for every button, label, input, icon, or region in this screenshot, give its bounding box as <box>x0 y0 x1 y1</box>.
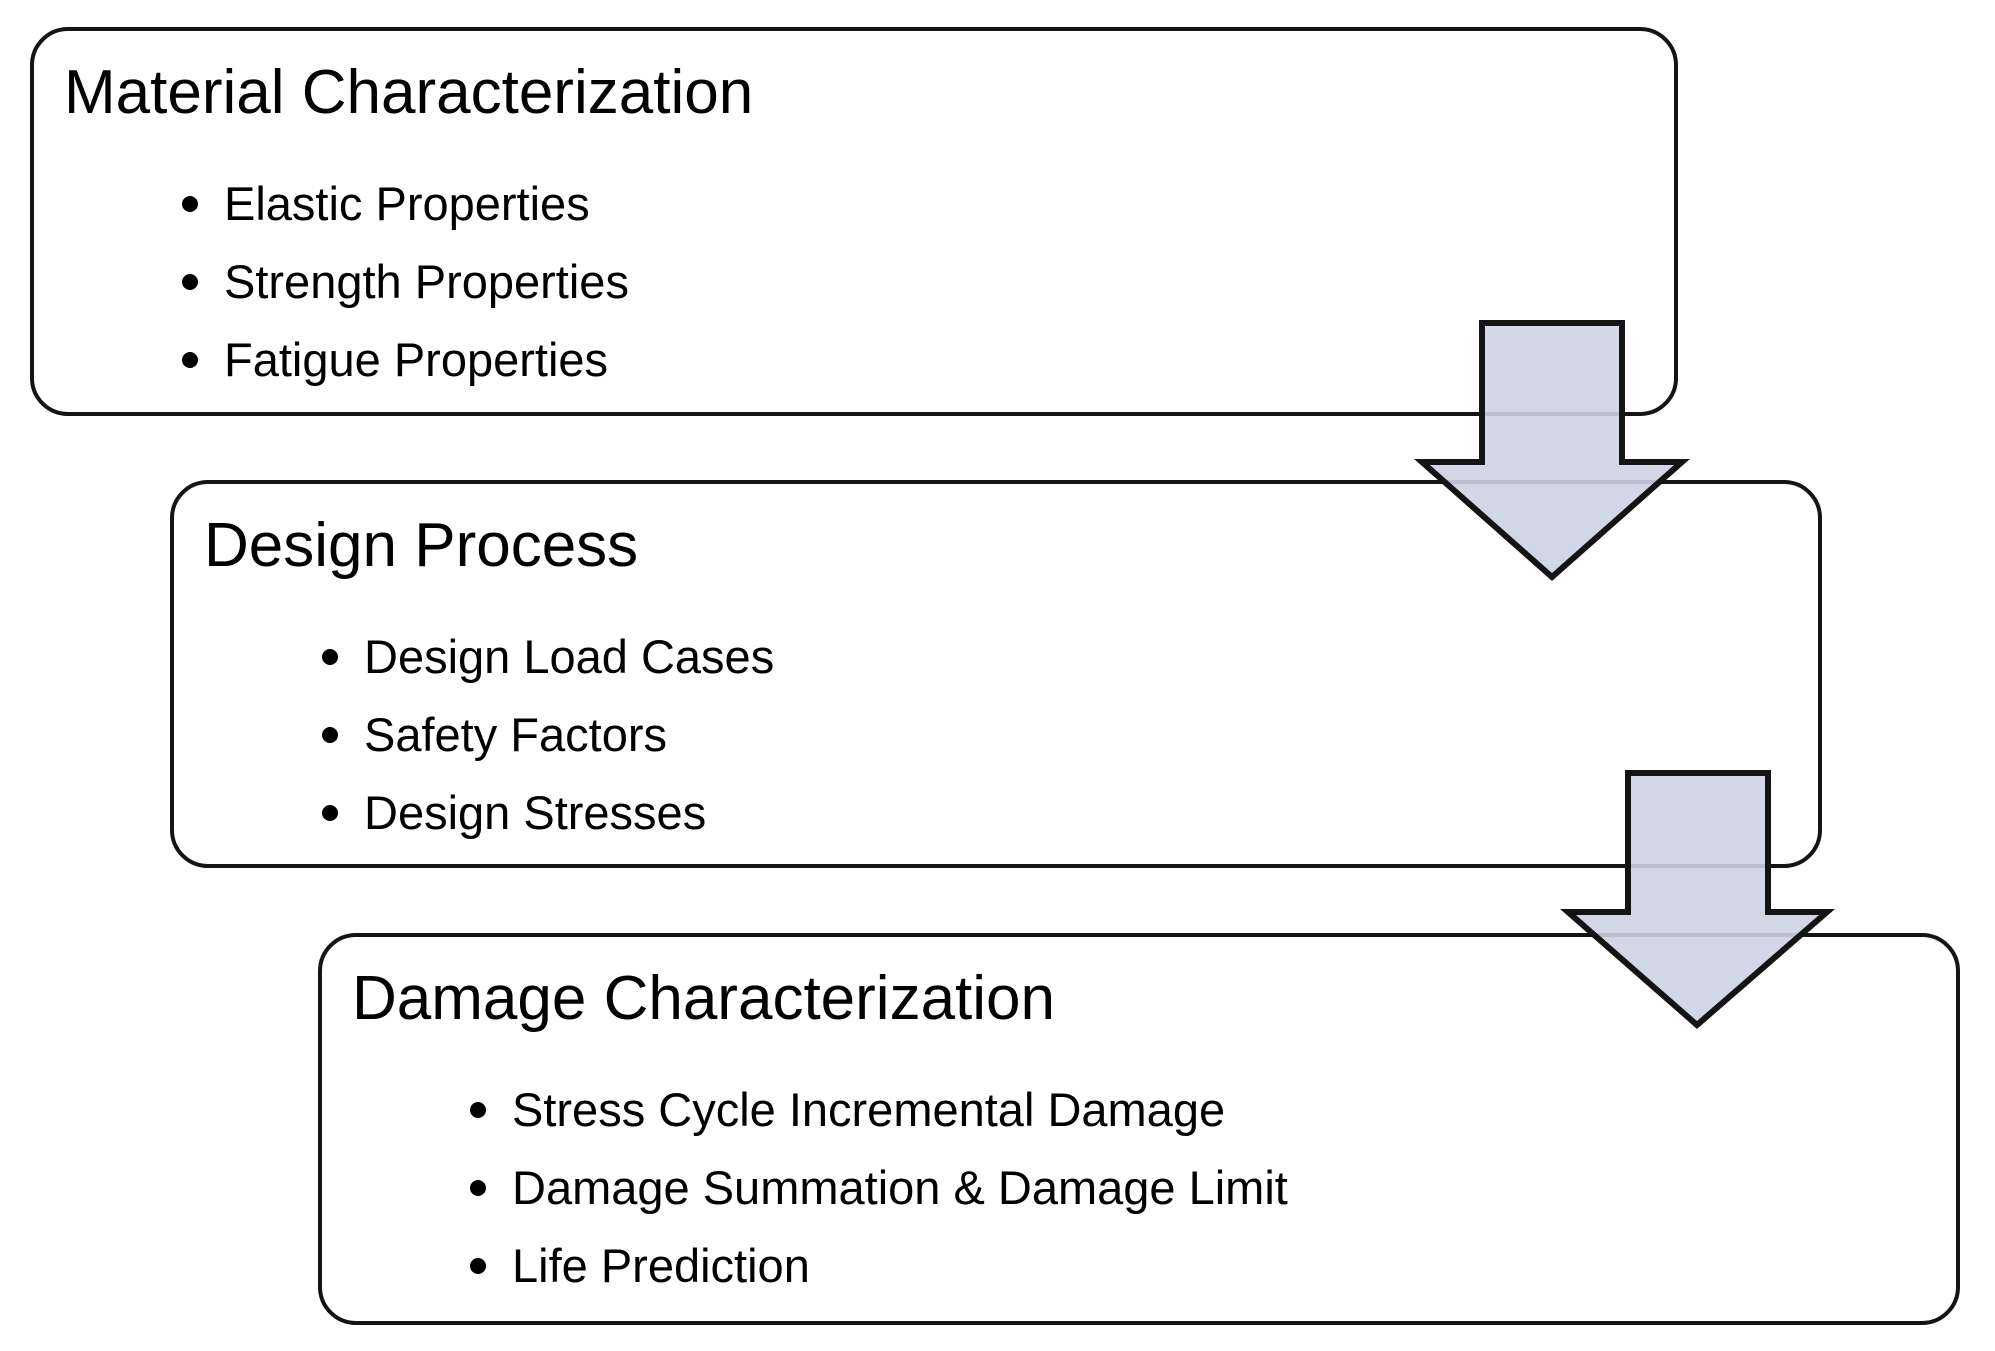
list-item-label: Safety Factors <box>364 708 667 761</box>
box-title: Material Characterization <box>64 58 754 127</box>
list-item: Fatigue Properties <box>182 321 1650 399</box>
list-item-label: Life Prediction <box>512 1239 810 1292</box>
list-item: Damage Summation & Damage Limit <box>470 1149 1932 1227</box>
list-item: Safety Factors <box>322 696 1794 774</box>
list-item: Elastic Properties <box>182 165 1650 243</box>
list-item-label: Stress Cycle Incremental Damage <box>512 1083 1226 1136</box>
box-damage-characterization: Damage Characterization Stress Cycle Inc… <box>318 933 1960 1325</box>
bullet-dot-icon <box>322 805 338 821</box>
bullet-dot-icon <box>322 727 338 743</box>
bullet-dot-icon <box>470 1102 486 1118</box>
list-item: Strength Properties <box>182 243 1650 321</box>
bullet-dot-icon <box>470 1180 486 1196</box>
box-title: Design Process <box>204 511 639 580</box>
list-item-label: Design Load Cases <box>364 630 775 683</box>
box-material-characterization: Material Characterization Elastic Proper… <box>30 27 1678 416</box>
list-item: Life Prediction <box>470 1227 1932 1305</box>
list-item: Stress Cycle Incremental Damage <box>470 1071 1932 1149</box>
list-item-label: Strength Properties <box>224 255 629 308</box>
bullet-dot-icon <box>182 352 198 368</box>
bullet-dot-icon <box>322 649 338 665</box>
bullet-list: Stress Cycle Incremental Damage Damage S… <box>470 1071 1932 1305</box>
bullet-dot-icon <box>182 196 198 212</box>
list-item-label: Design Stresses <box>364 786 707 839</box>
list-item-label: Damage Summation & Damage Limit <box>512 1161 1288 1214</box>
list-item: Design Stresses <box>322 774 1794 852</box>
list-item-label: Elastic Properties <box>224 177 590 230</box>
bullet-dot-icon <box>182 274 198 290</box>
list-item: Design Load Cases <box>322 618 1794 696</box>
list-item-label: Fatigue Properties <box>224 333 609 386</box>
bullet-list: Elastic Properties Strength Properties F… <box>182 165 1650 399</box>
box-design-process: Design Process Design Load Cases Safety … <box>170 480 1822 868</box>
bullet-list: Design Load Cases Safety Factors Design … <box>322 618 1794 852</box>
box-title: Damage Characterization <box>352 964 1056 1033</box>
bullet-dot-icon <box>470 1258 486 1274</box>
